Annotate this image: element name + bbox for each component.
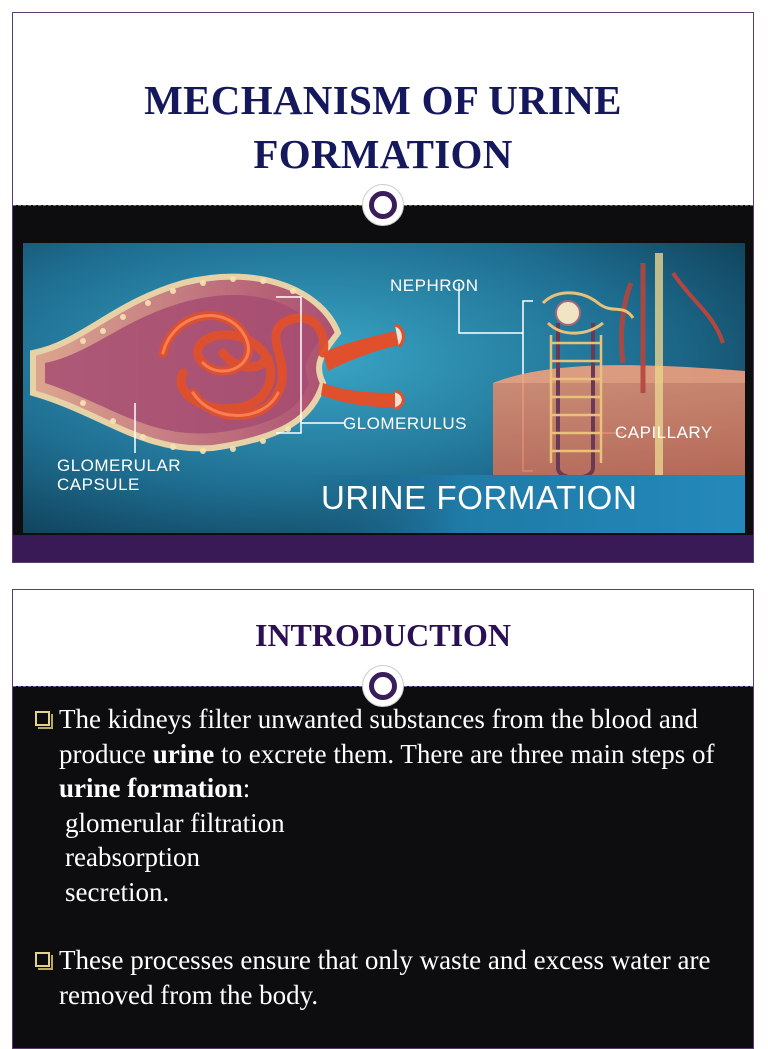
slide-introduction: INTRODUCTION The kidneys filter unwanted… bbox=[12, 589, 754, 1049]
title-line-2: FORMATION bbox=[253, 131, 513, 177]
square-bullet-icon bbox=[35, 952, 53, 970]
bullet-text-part: The kidneys filter unwanted substances f… bbox=[59, 704, 698, 769]
slide-title-text: MECHANISM OF URINE FORMATION bbox=[13, 73, 753, 181]
step-item: glomerular filtration bbox=[65, 807, 285, 838]
bullet-text-part: : bbox=[242, 773, 251, 803]
ring-ornament-icon bbox=[362, 184, 404, 226]
bold-term: urine bbox=[152, 738, 215, 769]
bottom-accent-bar bbox=[13, 535, 753, 562]
ring-ornament-icon bbox=[362, 665, 404, 707]
glomerulus-label: GLOMERULUS bbox=[343, 414, 468, 433]
title-line-1: MECHANISM OF URINE bbox=[144, 77, 622, 123]
step-item: secretion. bbox=[65, 876, 170, 907]
capsule-label: GLOMERULAR CAPSULE bbox=[57, 456, 181, 494]
bullet-text: These processes ensure that only waste a… bbox=[59, 945, 711, 1010]
spacer bbox=[35, 909, 733, 943]
slide-title-text: INTRODUCTION bbox=[254, 617, 512, 653]
capsule-label-line-2: CAPSULE bbox=[57, 475, 140, 494]
capsule-label-line-1: GLOMERULAR bbox=[57, 456, 182, 475]
slide-body: The kidneys filter unwanted substances f… bbox=[35, 702, 733, 1012]
bold-term: urine formation bbox=[59, 773, 243, 803]
title-area: MECHANISM OF URINE FORMATION bbox=[13, 13, 753, 205]
urine-formation-banner: URINE FORMATION bbox=[321, 479, 638, 516]
nephron-illustration bbox=[23, 243, 745, 533]
capillary-label: CAPILLARY bbox=[615, 423, 713, 442]
bullet-item: These processes ensure that only waste a… bbox=[35, 943, 733, 1012]
bullet-text-part: to excrete them. There are three main st… bbox=[214, 738, 715, 769]
bullet-item: The kidneys filter unwanted substances f… bbox=[35, 702, 733, 909]
slide-title: MECHANISM OF URINE FORMATION bbox=[12, 12, 754, 563]
nephron-label: NEPHRON bbox=[390, 276, 479, 295]
square-bullet-icon bbox=[35, 711, 53, 729]
urine-formation-illustration: NEPHRON GLOMERULUS CAPILLARY GLOMERULAR … bbox=[23, 243, 745, 533]
step-item: reabsorption bbox=[65, 842, 200, 872]
